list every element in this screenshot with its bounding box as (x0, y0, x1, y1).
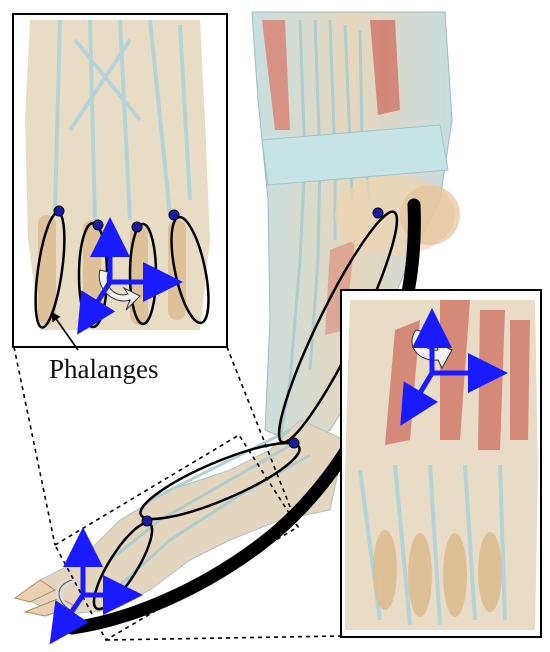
joint-dot-icon (141, 515, 153, 527)
axis-arrow-icon (400, 371, 439, 426)
paw-axis-frame (49, 527, 143, 645)
joint-dot-icon (288, 437, 300, 449)
joint-dot-icon (53, 205, 65, 217)
joint-dot-icon (92, 219, 104, 231)
axis-arrow-icon (77, 280, 116, 335)
joint-dot-icon (372, 207, 384, 219)
pointer-arrow-icon (51, 311, 79, 351)
joint-dot-icon (168, 209, 180, 221)
inset-phalanges-panel (12, 13, 228, 351)
joint-dot-icon (131, 221, 143, 233)
joint-dots-main (141, 207, 384, 527)
axis-arrow-icon (49, 593, 89, 645)
dashed-projection-right (105, 635, 342, 641)
phalanges-label: Phalanges (49, 354, 158, 384)
inset-paw-panel (340, 289, 542, 638)
segment-ellipse-middle (139, 441, 301, 521)
dashed-projection-left (13, 346, 300, 642)
